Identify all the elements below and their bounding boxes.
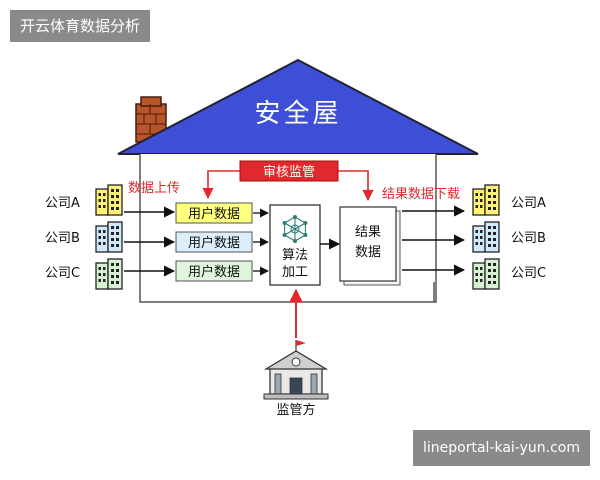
user-data-label: 用户数据 [188, 206, 240, 222]
algorithm-line-2: 加工 [282, 265, 308, 280]
audit-label: 审核监管 [263, 165, 315, 180]
result-line-2: 数据 [355, 245, 381, 260]
network-icon [282, 215, 308, 243]
company-label: 公司A [45, 196, 80, 211]
company-right-c: 公司C [472, 258, 546, 290]
audit-monitoring: 审核监管 [202, 160, 374, 202]
url-tag: lineportal-kai-yun.com [412, 430, 590, 466]
download-label: 结果数据下载 [382, 187, 460, 202]
company-label: 公司C [511, 266, 546, 281]
user-data-label: 用户数据 [188, 264, 240, 280]
user-data-box-b: 用户数据 [175, 231, 253, 253]
audit-box [239, 160, 339, 182]
building-icon [95, 221, 123, 253]
company-label: 公司B [45, 231, 80, 246]
company-right-a: 公司A [472, 184, 546, 216]
company-right-b: 公司B [472, 221, 546, 253]
building-icon [472, 221, 500, 253]
company-left-a: 公司A [45, 184, 123, 216]
building-icon [472, 184, 500, 216]
building-icon [95, 258, 123, 290]
user-data-box-c: 用户数据 [175, 260, 253, 282]
company-label: 公司B [511, 231, 546, 246]
company-label: 公司A [511, 196, 546, 211]
user-data-box-a: 用户数据 [175, 202, 253, 224]
building-icon [472, 258, 500, 290]
result-data-box: 结果 数据 [339, 206, 401, 286]
result-line-1: 结果 [355, 225, 381, 240]
building-icon [95, 184, 123, 216]
roof-title: 安全屋 [254, 99, 341, 129]
government-building-icon [263, 340, 329, 400]
upload-label: 数据上传 [128, 181, 180, 196]
company-left-c: 公司C [45, 258, 123, 290]
brand-tag: 开云体育数据分析 [10, 10, 151, 42]
supervisor-label: 监管方 [276, 402, 315, 418]
algorithm-box: 算法 加工 [269, 204, 321, 286]
algorithm-line-1: 算法 [282, 248, 308, 263]
user-data-label: 用户数据 [188, 235, 240, 251]
company-label: 公司C [45, 266, 80, 281]
company-left-b: 公司B [45, 221, 123, 253]
